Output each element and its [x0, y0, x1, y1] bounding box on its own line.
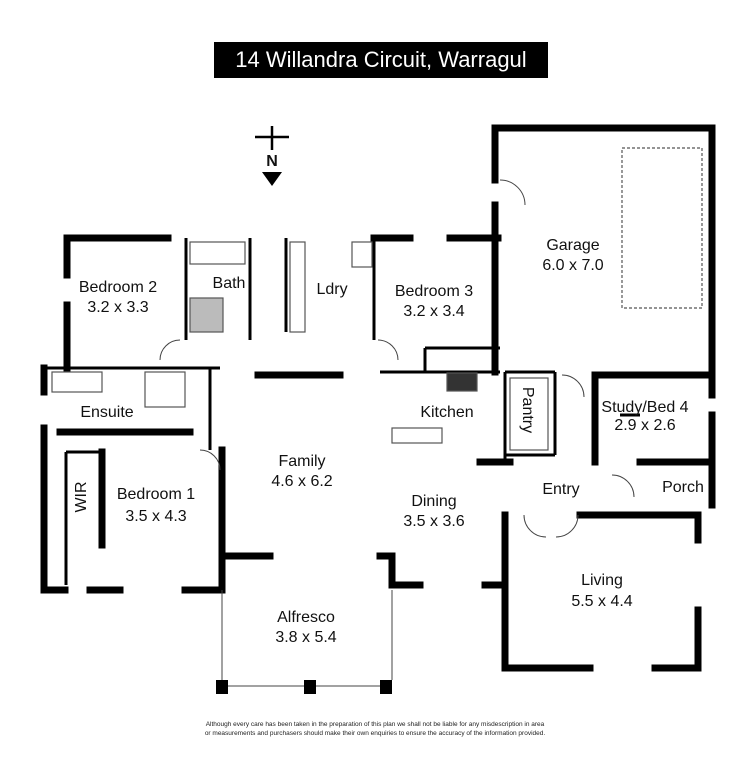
room-bath-name: Bath — [213, 275, 246, 292]
room-family-size: 4.6 x 6.2 — [271, 473, 332, 490]
room-bedroom3-name: Bedroom 3 — [395, 283, 473, 300]
room-living-name: Living — [581, 572, 623, 589]
room-bedroom3-size: 3.2 x 3.4 — [403, 303, 464, 320]
plan-title: 14 Willandra Circuit, Warragul — [214, 42, 548, 78]
fixtures — [51, 147, 703, 451]
room-bedroom2-name: Bedroom 2 — [79, 279, 157, 296]
disclaimer-line-1: Although every care has been taken in th… — [205, 721, 545, 728]
compass — [255, 126, 289, 186]
alfresco-outline — [221, 590, 393, 687]
room-wir-name: WIR — [73, 481, 90, 512]
room-study-size: 2.9 x 2.6 — [614, 417, 675, 434]
room-porch-name: Porch — [662, 479, 704, 496]
room-garage-name: Garage — [546, 237, 599, 254]
room-ldry-name: Ldry — [316, 281, 347, 298]
room-living-size: 5.5 x 4.4 — [571, 593, 632, 610]
disclaimer: Although every care has been taken in th… — [120, 720, 630, 738]
room-kitchen-name: Kitchen — [420, 404, 473, 421]
alfresco-posts — [216, 680, 392, 694]
room-entry-name: Entry — [542, 481, 579, 498]
room-dining-name: Dining — [411, 493, 456, 510]
room-bedroom1-name: Bedroom 1 — [117, 486, 195, 503]
room-family-name: Family — [278, 453, 325, 470]
room-bedroom2-size: 3.2 x 3.3 — [87, 299, 148, 316]
compass-label: N — [266, 153, 278, 170]
room-pantry-name: Pantry — [519, 387, 536, 433]
room-ensuite-name: Ensuite — [80, 404, 133, 421]
room-alfresco-size: 3.8 x 5.4 — [275, 629, 336, 646]
room-alfresco-name: Alfresco — [277, 609, 335, 626]
room-dining-size: 3.5 x 3.6 — [403, 513, 464, 530]
room-garage-size: 6.0 x 7.0 — [542, 257, 603, 274]
interior-walls — [44, 238, 640, 585]
door-arcs — [159, 179, 635, 538]
disclaimer-line-2: or measurements and purchasers should ma… — [204, 730, 546, 737]
room-study-name: Study/Bed 4 — [601, 399, 688, 416]
room-bedroom1-size: 3.5 x 4.3 — [125, 508, 186, 525]
